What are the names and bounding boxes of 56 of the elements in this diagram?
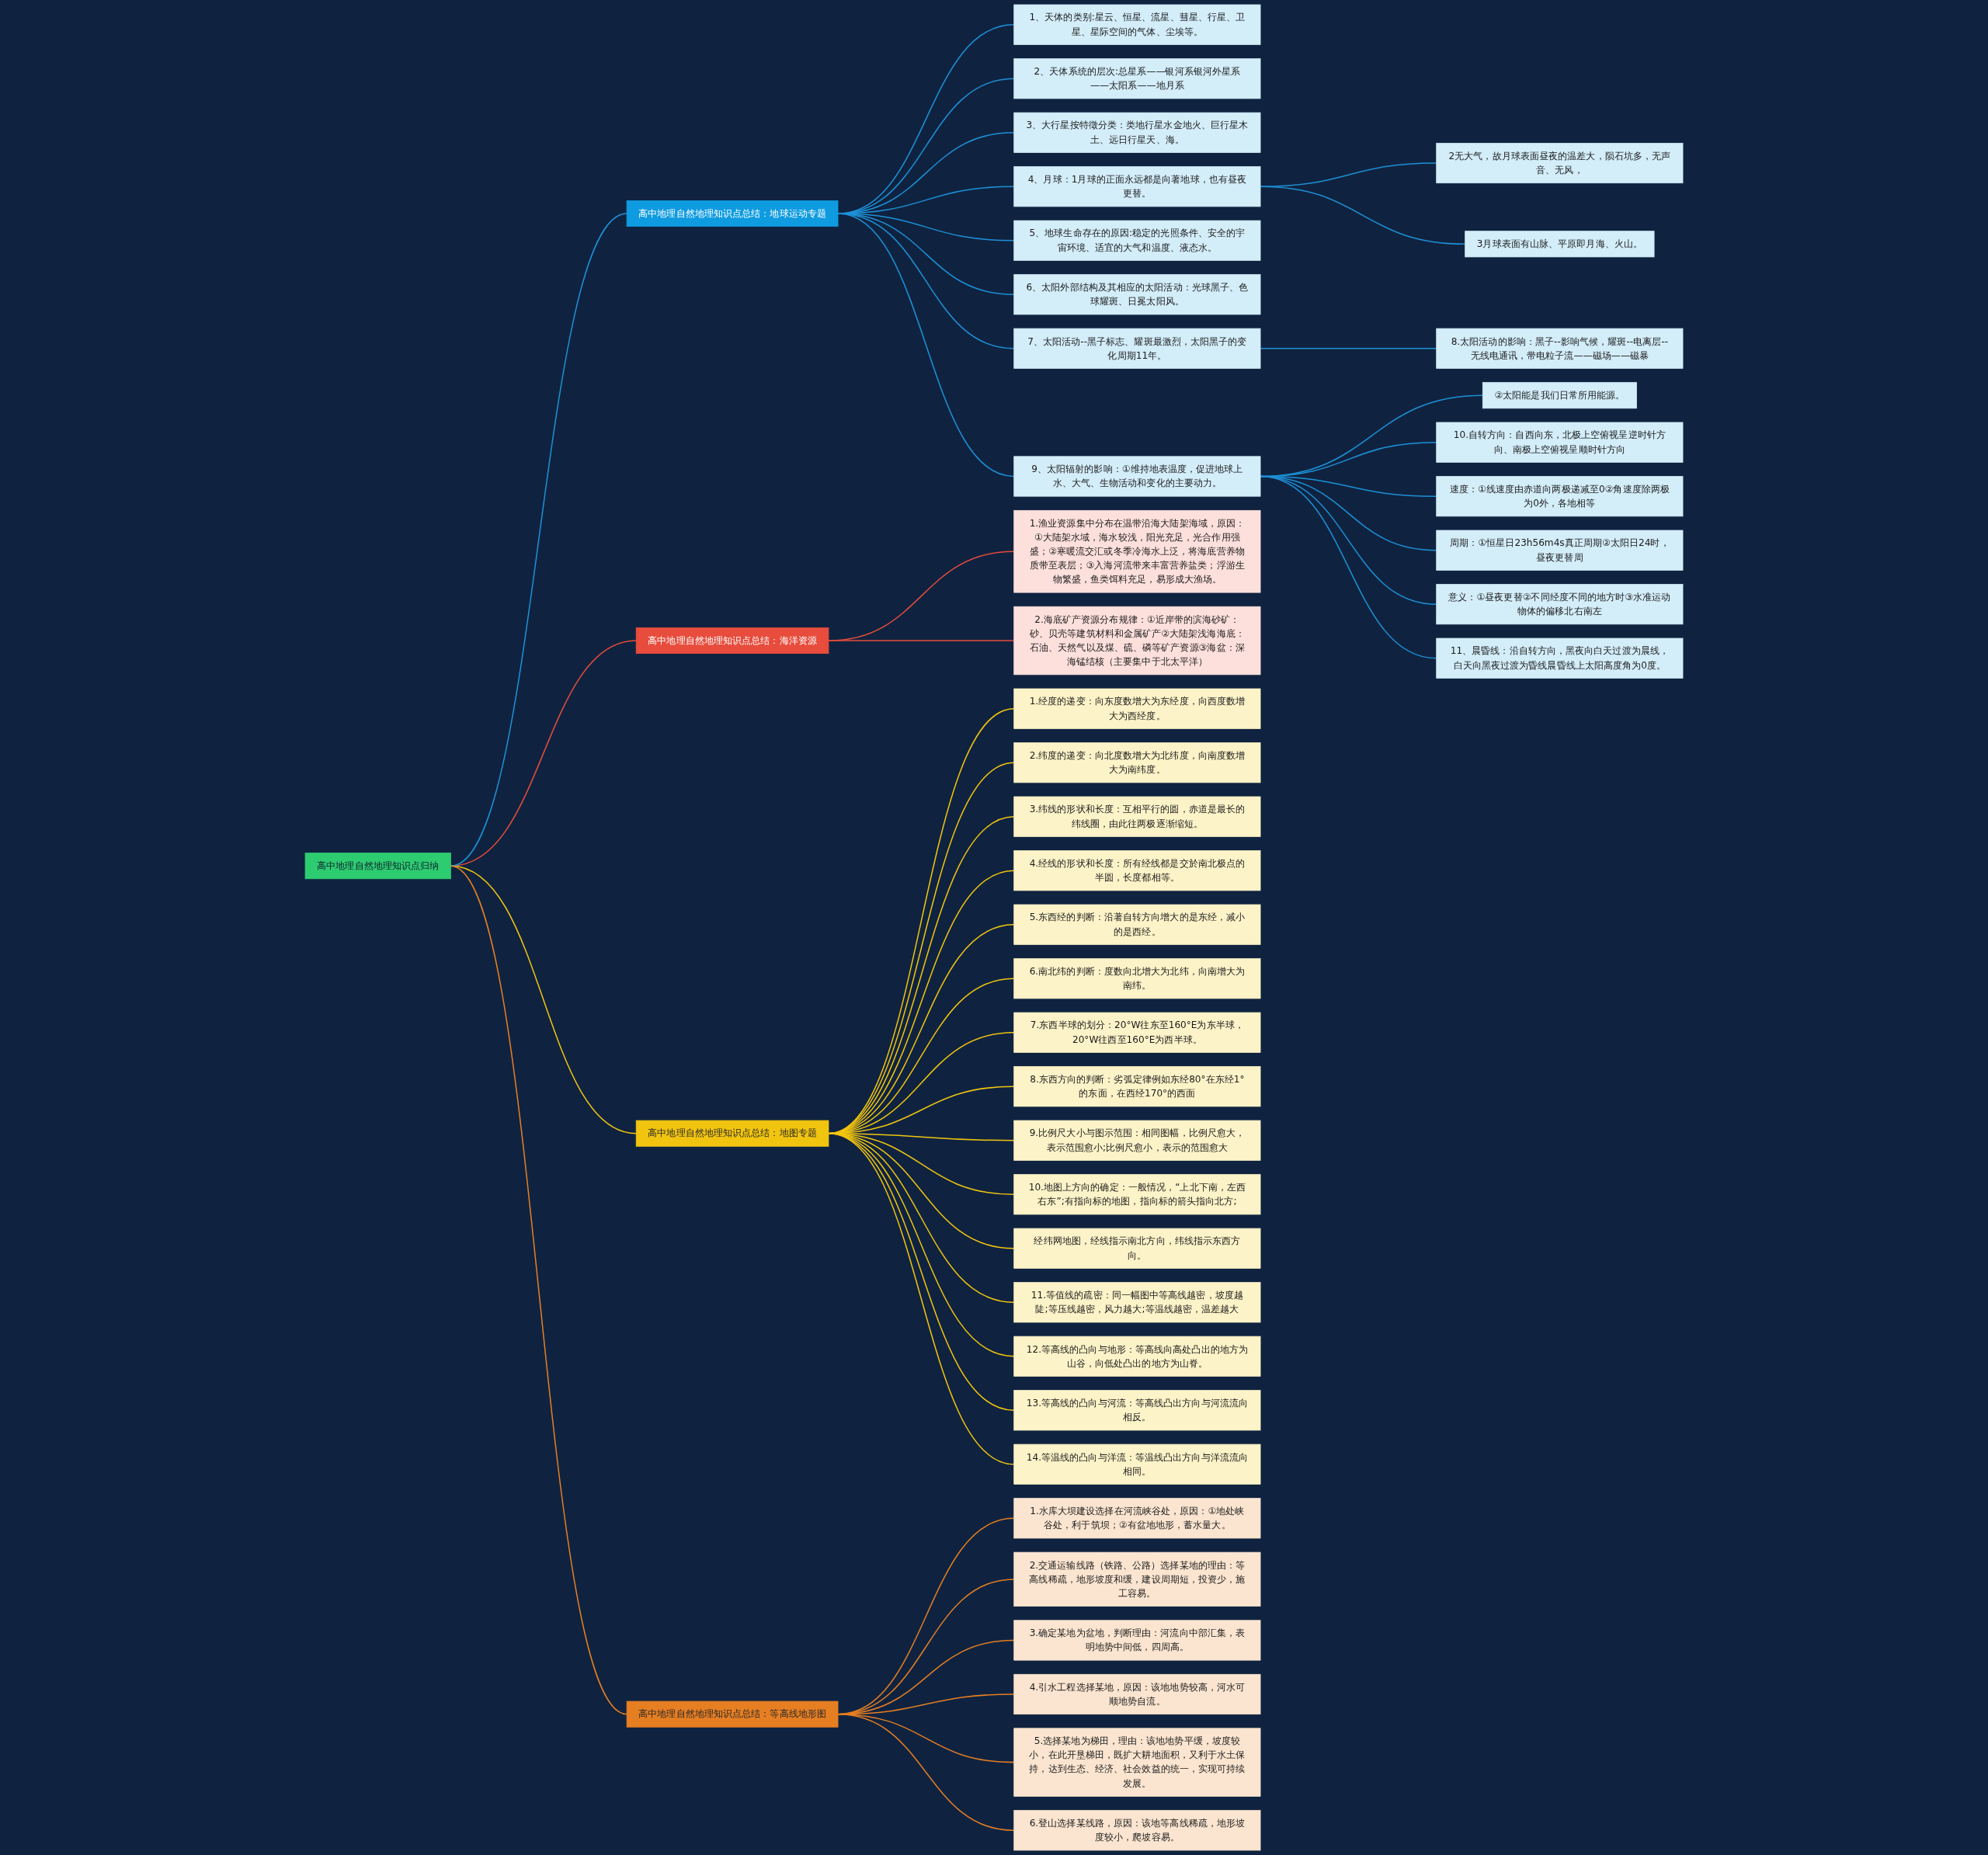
connector	[450, 865, 637, 1134]
node-box: 4.引水工程选择某地，原因：该地地势较高，河水可顺地势自流。	[1013, 1673, 1261, 1715]
node-box: 速度：①线速度由赤道向两极递减至0②角速度除两极为0外，各地相等	[1436, 476, 1684, 517]
node-box: 2、天体系统的层次:总星系——银河系银河外星系——太阳系——地月系	[1013, 58, 1261, 99]
node-box: 10.地图上方向的确定：一般情况，“上北下南，左西右东”;有指向标的地图，指向标的箭头指向北方;	[1013, 1174, 1261, 1215]
node-box: 3.确定某地为盆地，判断理由：河流向中部汇集，表明地势中间低，四周高。	[1013, 1620, 1261, 1661]
node-box: 高中地理自然地理知识点总结：地球运动专题	[626, 200, 839, 227]
node-box: 2.交通运输线路（铁路、公路）选择某地的理由：等高线稀疏，地形坡度和缓，建设周期短，投资少，施工容易。	[1013, 1551, 1261, 1607]
node-box: 2无大气，故月球表面昼夜的温差大，陨石坑多，无声音、无风，	[1436, 142, 1684, 184]
node-box: 高中地理自然地理知识点归纳	[304, 853, 451, 880]
node-box: 3、大行星按特徵分类：类地行星水金地火、巨行星木土、远日行星天、海。	[1013, 112, 1261, 153]
connector	[1260, 186, 1466, 245]
connector	[837, 1713, 1015, 1831]
connector	[837, 213, 1015, 478]
connector	[450, 213, 627, 867]
node-box: 5.东西经的判断：沿著自转方向增大的是东经，减小的是西经。	[1013, 904, 1261, 945]
node-box: 周期：①恒星日23h56m4s真正周期②太阳日24时，昼夜更替周	[1436, 530, 1684, 571]
node-box: 12.等高线的凸向与地形：等高线向高处凸出的地方为山谷，向低处凸出的地方为山脊。	[1013, 1336, 1261, 1377]
node-box: 1、天体的类别:星云、恒星、流星、彗星、行星、卫星、星际空间的气体、尘埃等。	[1013, 4, 1261, 45]
node-box: 4、月球：1月球的正面永远都是向著地球，也有昼夜更替。	[1013, 166, 1261, 207]
node-box: 高中地理自然地理知识点总结：等高线地形图	[626, 1700, 839, 1728]
node-box: 6.登山选择某线路，原因：该地等高线稀疏，地形坡度较小，爬坡容易。	[1013, 1810, 1261, 1851]
node-box: 6、太阳外部结构及其相应的太阳活动：光球黑子、色球耀斑、日冕太阳风。	[1013, 274, 1261, 315]
node-box: 1.渔业资源集中分布在温带沿海大陆架海域，原因：①大陆架水域，海水较浅，阳光充足，光合作用强盛；②寒暖流交汇或冬季冷海水上泛，将海底营养物质带至表层；③入海河流带来丰富营养盐类；浮游生物繁盛，鱼类饵料充足，易形成大渔场。	[1013, 509, 1261, 593]
node-box: 5.选择某地为梯田，理由：该地地势平缓，坡度较小，在此开垦梯田，既扩大耕地面积，又利于水土保持，达到生态、经济、社会效益的统一，实现可持续发展。	[1013, 1728, 1261, 1797]
node-box: 14.等温线的凸向与洋流：等温线凸出方向与洋流流向相同。	[1013, 1443, 1261, 1485]
connector	[828, 640, 1015, 641]
connector	[1260, 348, 1437, 349]
node-box: 9.比例尺大小与图示范围：相同图幅，比例尺愈大，表示范围愈小;比例尺愈小，表示的范围愈大	[1013, 1120, 1261, 1161]
node-box: 高中地理自然地理知识点总结：海洋资源	[635, 627, 829, 655]
node-box: 6.南北纬的判断：度数向北增大为北纬，向南增大为南纬。	[1013, 958, 1261, 999]
node-box: ②太阳能是我们日常所用能源。	[1482, 382, 1637, 409]
node-box: 11.等值线的疏密：同一幅图中等高线越密，坡度越陡;等压线越密，风力越大;等温线越密，温差越大	[1013, 1282, 1261, 1323]
node-box: 10.自转方向：自西向东，北极上空俯视呈逆时针方向、南极上空俯视呈顺时针方向	[1436, 422, 1684, 463]
connector	[1260, 162, 1437, 187]
node-box: 13.等高线的凸向与河流：等高线凸出方向与河流流向相反。	[1013, 1390, 1261, 1431]
node-box: 7、太阳活动--黑子标志、耀斑最激烈，太阳黑子的变化周期11年。	[1013, 328, 1261, 369]
node-box: 11、晨昏线：沿自转方向，黑夜向白天过渡为晨线，白天向黑夜过渡为昏线晨昏线上太阳高度角为0度。	[1436, 637, 1684, 679]
node-box: 9、太阳辐射的影响：①维持地表温度，促进地球上水、大气、生物活动和变化的主要动力。	[1013, 456, 1261, 497]
node-box: 意义：①昼夜更替②不同经度不同的地方时③水准运动物体的偏移北右南左	[1436, 584, 1684, 625]
node-box: 3月球表面有山脉、平原即月海、火山。	[1465, 231, 1655, 258]
node-box: 8.太阳活动的影响：黑子--影响气候，耀斑--电离层--无线电通讯，带电粒子流——磁场——磁暴	[1436, 328, 1684, 369]
node-box: 5、地球生命存在的原因:稳定的光照条件、安全的宇宙环境、适宜的大气和温度、液态水。	[1013, 220, 1261, 261]
node-box: 1.水库大坝建设选择在河流峡谷处，原因：①地处峡谷处，利于筑坝；②有盆地地形，蓄水量大。	[1013, 1498, 1261, 1539]
node-box: 4.经线的形状和长度：所有经线都是交於南北极点的半圆，长度都相等。	[1013, 850, 1261, 891]
node-box: 2.纬度的递变：向北度数增大为北纬度，向南度数增大为南纬度。	[1013, 742, 1261, 783]
node-box: 8.东西方向的判断：劣弧定律例如东经80°在东经1°的东面，在西经170°的西面	[1013, 1066, 1261, 1107]
node-box: 经纬网地图，经线指示南北方向，纬线指示东西方向。	[1013, 1228, 1261, 1269]
node-box: 7.东西半球的划分：20°W往东至160°E为东半球，20°W往西至160°E为西半球。	[1013, 1012, 1261, 1053]
node-box: 高中地理自然地理知识点总结：地图专题	[635, 1120, 829, 1147]
node-box: 3.纬线的形状和长度：互相平行的圆，赤道是最长的纬线圈，由此往两极逐渐缩短。	[1013, 796, 1261, 837]
node-box: 2.海底矿产资源分布规律：①近岸带的滨海砂矿：砂、贝壳等建筑材料和金属矿产②大陆架浅海海底：石油、天然气以及煤、硫、磷等矿产资源③海盆：深海锰结核（主要集中于北太平洋）	[1013, 606, 1261, 676]
connector	[450, 865, 627, 1715]
node-box: 1.经度的递变：向东度数增大为东经度，向西度数增大为西经度。	[1013, 688, 1261, 729]
connector	[828, 551, 1015, 641]
connector	[1260, 475, 1437, 659]
